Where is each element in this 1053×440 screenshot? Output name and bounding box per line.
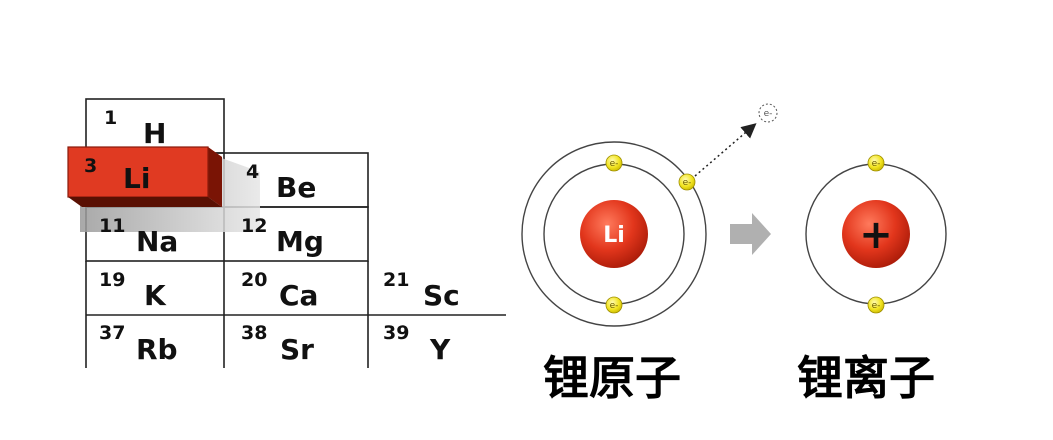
- svg-text:e-: e-: [764, 109, 773, 119]
- atom-nucleus-label: Li: [603, 223, 625, 248]
- periodic-table: 1 H 3 Li 4 Be 11 Na 12 Mg 19 K 20 Ca 21 …: [67, 98, 506, 368]
- li-raised-block: [67, 146, 222, 207]
- atom-valence-electron: e-: [678, 173, 696, 191]
- lithium-atom: Li e- e- e- e- 锂原子: [521, 103, 778, 405]
- lithium-ion: + e- e- 锂离子: [797, 154, 947, 405]
- ion-caption: 锂离子: [797, 351, 935, 405]
- atom-electron-bottom: e-: [605, 296, 623, 314]
- ion-electron-top: e-: [867, 154, 885, 172]
- cell-symbol-rb: Rb: [136, 333, 178, 366]
- cell-symbol-k: K: [144, 279, 167, 312]
- cell-number-rb: 37: [99, 322, 125, 344]
- outer-orbit: [521, 141, 707, 327]
- table-cells: 1 H 3 Li 4 Be 11 Na 12 Mg 19 K 20 Ca 21 …: [84, 107, 460, 366]
- svg-text:e-: e-: [610, 159, 619, 169]
- svg-text:e-: e-: [683, 178, 692, 188]
- cell-number-li: 3: [84, 155, 97, 177]
- cell-symbol-li: Li: [123, 162, 150, 195]
- cell-symbol-na: Na: [136, 225, 178, 258]
- emission-arrow: [694, 123, 757, 177]
- transition-arrow: [730, 213, 771, 255]
- ion-nucleus: [842, 200, 910, 268]
- cell-number-be: 4: [246, 161, 259, 183]
- cell-number-h: 1: [104, 107, 117, 129]
- cell-number-na: 11: [99, 215, 125, 237]
- cell-symbol-ca: Ca: [279, 279, 318, 312]
- cell-number-sc: 21: [383, 269, 409, 291]
- ion-nucleus-label: +: [859, 212, 893, 258]
- svg-text:e-: e-: [610, 301, 619, 311]
- atom-electron-top: e-: [605, 154, 623, 172]
- svg-text:e-: e-: [872, 301, 881, 311]
- cell-symbol-sr: Sr: [280, 333, 314, 366]
- cell-number-y: 39: [383, 322, 409, 344]
- ion-electron-bottom: e-: [867, 296, 885, 314]
- atom-nucleus: [580, 200, 648, 268]
- cell-symbol-y: Y: [429, 333, 451, 366]
- cell-symbol-mg: Mg: [276, 225, 324, 258]
- cell-number-mg: 12: [241, 215, 267, 237]
- cell-number-sr: 38: [241, 322, 267, 344]
- cell-number-k: 19: [99, 269, 125, 291]
- cell-symbol-sc: Sc: [423, 279, 460, 312]
- cell-number-ca: 20: [241, 269, 267, 291]
- svg-text:e-: e-: [872, 159, 881, 169]
- cell-symbol-h: H: [143, 117, 166, 150]
- cell-symbol-be: Be: [276, 171, 316, 204]
- atom-caption: 锂原子: [543, 351, 681, 405]
- emitted-electron: e-: [758, 103, 778, 123]
